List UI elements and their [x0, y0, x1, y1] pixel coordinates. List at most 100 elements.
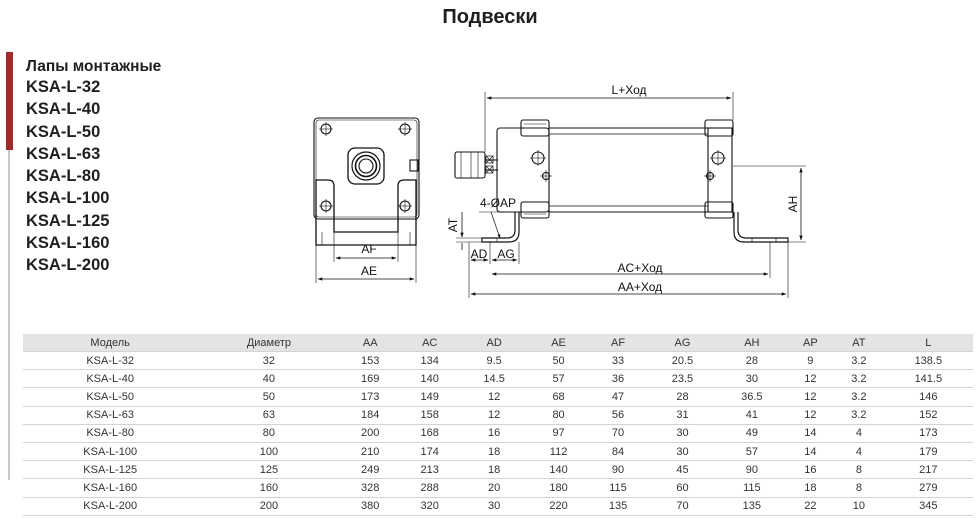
table-cell: 45: [647, 460, 718, 479]
table-cell: 28: [717, 350, 787, 370]
col-header: AD: [459, 334, 529, 352]
section-divider-line: [8, 150, 10, 480]
table-cell: 14: [786, 441, 835, 461]
table-cell: 3.2: [834, 405, 884, 425]
dim-label-ap: 4-ØAP: [480, 196, 516, 210]
model-item: KSA-L-63: [26, 144, 101, 163]
table-cell: 12: [786, 369, 835, 388]
table-cell: 68: [528, 387, 589, 407]
table-cell: 125: [197, 460, 341, 479]
col-header: Диаметр: [197, 334, 341, 352]
table-cell: 90: [588, 460, 648, 479]
table-cell: 200: [340, 423, 400, 443]
table-cell: 14.5: [459, 369, 529, 388]
table-header-row: Модель Диаметр AA AC AD AE AF AG AH AP A…: [23, 334, 973, 352]
col-header: AT: [834, 334, 884, 352]
table-cell: 20.5: [647, 350, 718, 370]
model-item: KSA-L-100: [26, 189, 110, 208]
table-cell: 57: [528, 369, 589, 388]
table-cell: 70: [647, 496, 718, 516]
specs-table: Модель Диаметр AA AC AD AE AF AG AH AP A…: [23, 334, 973, 516]
table-cell: 210: [340, 441, 400, 461]
table-cell: 10: [834, 496, 884, 516]
dim-label-ag: AG: [497, 247, 514, 261]
dim-label-ah: AH: [786, 196, 800, 213]
table-cell: 135: [588, 496, 648, 516]
table-cell: KSA-L-125: [23, 460, 198, 479]
table-cell: 152: [883, 405, 973, 425]
mounting-foot-drawing: AF AE: [313, 83, 806, 298]
table-cell: 173: [340, 387, 400, 407]
table-cell: 16: [786, 460, 835, 479]
table-cell: 141.5: [883, 369, 973, 388]
col-header: AH: [717, 334, 787, 352]
table-cell: 97: [528, 423, 589, 443]
table-cell: 18: [459, 441, 529, 461]
table-cell: 8: [834, 478, 884, 497]
table-cell: 90: [717, 460, 787, 479]
table-cell: 179: [883, 441, 973, 461]
col-header: L: [883, 334, 973, 352]
model-item: KSA-L-200: [26, 256, 110, 275]
table-cell: 36: [588, 369, 648, 388]
dim-label-ac: AC+Ход: [618, 261, 663, 275]
table-cell: 217: [883, 460, 973, 479]
dim-label-ad: AD: [471, 247, 488, 261]
table-cell: 279: [883, 478, 973, 497]
dim-label-aa: AA+Ход: [618, 280, 662, 294]
table-cell: KSA-L-32: [23, 350, 198, 370]
table-cell: 33: [588, 350, 648, 370]
table-cell: 4: [834, 441, 884, 461]
table-cell: 140: [528, 460, 589, 479]
table-cell: 30: [717, 369, 787, 388]
table-cell: 140: [399, 369, 460, 388]
dim-label-af: AF: [361, 242, 376, 256]
table-cell: 328: [340, 478, 400, 497]
table-cell: 158: [399, 405, 460, 425]
table-cell: 70: [588, 423, 648, 443]
table-cell: 168: [399, 423, 460, 443]
table-cell: 200: [197, 496, 341, 516]
table-cell: KSA-L-100: [23, 441, 198, 461]
table-cell: 134: [399, 350, 460, 370]
table-cell: 174: [399, 441, 460, 461]
table-cell: 50: [528, 350, 589, 370]
model-item: KSA-L-40: [26, 100, 101, 119]
table-cell: 49: [717, 423, 787, 443]
table-cell: KSA-L-40: [23, 369, 198, 388]
table-cell: 12: [786, 387, 835, 407]
table-cell: 80: [197, 423, 341, 443]
table-cell: 173: [883, 423, 973, 443]
table-cell: 22: [786, 496, 835, 516]
table-cell: 18: [786, 478, 835, 497]
table-cell: 3.2: [834, 387, 884, 407]
table-cell: 9: [786, 350, 835, 370]
models-list: Лапы монтажные KSA-L-32 KSA-L-40 KSA-L-5…: [26, 57, 161, 277]
table-cell: 220: [528, 496, 589, 516]
table-cell: 63: [197, 405, 341, 425]
table-cell: 31: [647, 405, 718, 425]
table-cell: 345: [883, 496, 973, 516]
model-item: KSA-L-32: [26, 78, 101, 96]
col-header: AA: [340, 334, 400, 352]
col-header: AE: [528, 334, 589, 352]
table-cell: 4: [834, 423, 884, 443]
table-cell: 138.5: [883, 350, 973, 370]
table-cell: 115: [717, 478, 787, 497]
table-cell: KSA-L-200: [23, 496, 198, 516]
table-cell: 14: [786, 423, 835, 443]
model-item: KSA-L-80: [26, 167, 101, 186]
table-cell: 84: [588, 441, 648, 461]
table-cell: 169: [340, 369, 400, 388]
col-header: AF: [588, 334, 648, 352]
table-cell: 115: [588, 478, 648, 497]
table-cell: 36.5: [717, 387, 787, 407]
col-header: Модель: [23, 334, 198, 352]
table-cell: 30: [647, 423, 718, 443]
table-cell: 23.5: [647, 369, 718, 388]
